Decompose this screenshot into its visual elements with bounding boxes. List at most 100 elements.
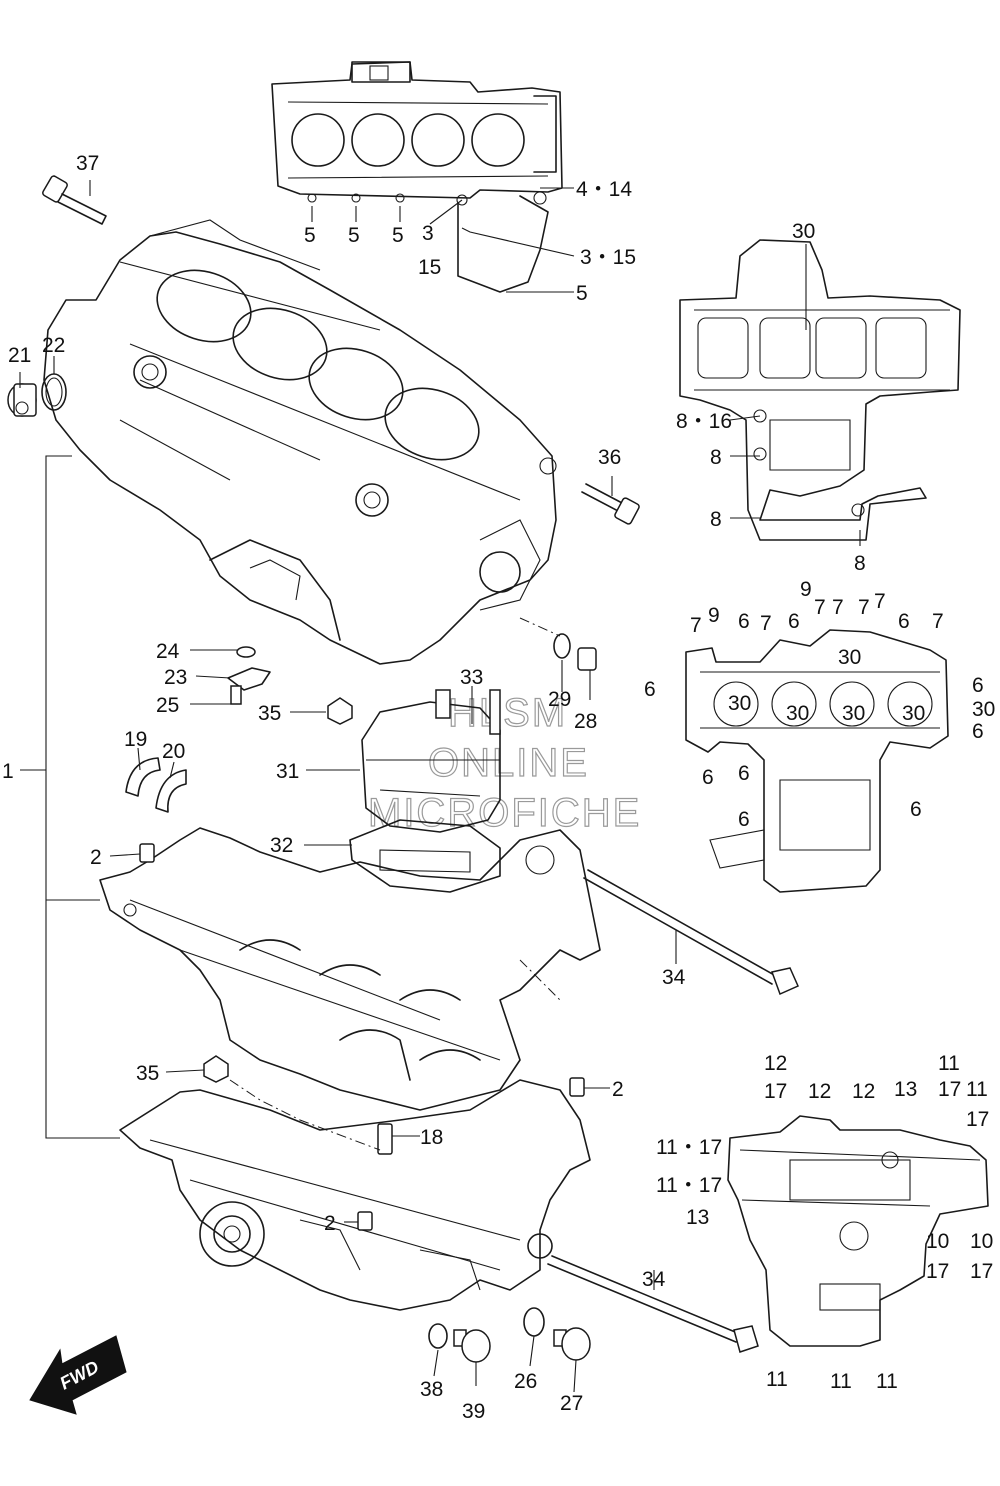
detail-view-lower-case (727, 1115, 989, 1347)
bearing-19 (125, 757, 161, 797)
plug-27 (553, 1327, 591, 1361)
callout-29: 29 (548, 688, 571, 711)
callout-11-17: 11・17 (656, 1136, 722, 1159)
callout-6: 6 (788, 610, 800, 633)
forward-arrow-icon: FWD (29, 1335, 127, 1415)
callout-30: 30 (842, 702, 865, 725)
middle-crankcase (99, 827, 601, 1111)
callout-4-14: 4・14 (576, 178, 632, 201)
callout-6: 6 (644, 678, 656, 701)
callout-1: 1 (2, 760, 14, 783)
bolt-37 (42, 175, 107, 225)
bolt-36 (581, 483, 640, 525)
callout-24: 24 (156, 640, 180, 663)
seal-24 (236, 646, 256, 658)
callout-11: 11 (830, 1370, 852, 1393)
callout-17: 17 (926, 1260, 949, 1283)
callout-3-15: 3・15 (580, 246, 636, 269)
callout-33: 33 (460, 666, 483, 689)
callout-7: 7 (814, 596, 826, 619)
callout-13: 13 (894, 1078, 917, 1101)
callout-9: 9 (708, 604, 720, 627)
callout-13: 13 (686, 1206, 709, 1229)
callout-38: 38 (420, 1378, 443, 1401)
callout-7: 7 (760, 612, 772, 635)
callout-18: 18 (420, 1126, 443, 1149)
jet-18 (377, 1123, 393, 1155)
callout-19: 19 (124, 728, 147, 751)
detail-view-middle-case (685, 629, 949, 893)
dowel-2-upper (139, 843, 155, 863)
watermark-line-2: ONLINE (428, 741, 589, 785)
callout-8: 8 (710, 446, 722, 469)
callout-15: 15 (418, 256, 441, 279)
callout-22: 22 (42, 334, 65, 357)
dowel-2-right (569, 1077, 585, 1097)
callout-7: 7 (874, 590, 886, 613)
washer-38 (428, 1323, 448, 1349)
stud-bolt-34-lower (547, 1255, 759, 1353)
watermark: HLSM ONLINE MICROFICHE (367, 690, 640, 835)
leader-lines (19, 180, 861, 1393)
callout-30: 30 (838, 646, 861, 669)
callout-30: 30 (902, 702, 925, 725)
callout-17: 17 (970, 1260, 993, 1283)
callout-8: 8 (854, 552, 866, 575)
callout-10: 10 (970, 1230, 993, 1253)
callout-26: 26 (514, 1370, 537, 1393)
callout-17: 17 (764, 1080, 787, 1103)
callout-11: 11 (766, 1368, 788, 1391)
callout-12: 12 (852, 1080, 875, 1103)
callout-37: 37 (76, 152, 99, 175)
callout-35: 35 (258, 702, 281, 725)
callout-32: 32 (270, 834, 293, 857)
callout-35: 35 (136, 1062, 159, 1085)
callout-30: 30 (792, 220, 815, 243)
plug-28 (577, 647, 597, 671)
callout-5: 5 (392, 224, 404, 247)
callout-39: 39 (462, 1400, 485, 1423)
plug-39 (453, 1329, 491, 1363)
callout-20: 20 (162, 740, 185, 763)
callout-30: 30 (972, 698, 995, 721)
callout-8-16: 8・16 (676, 410, 732, 433)
callout-30: 30 (786, 702, 809, 725)
callout-6: 6 (702, 766, 714, 789)
callout-7: 7 (858, 596, 870, 619)
callout-6: 6 (898, 610, 910, 633)
callout-6: 6 (738, 762, 750, 785)
nut-35-lower (203, 1055, 229, 1083)
callout-6: 6 (738, 610, 750, 633)
callout-11: 11 (966, 1078, 988, 1101)
callout-8: 8 (710, 508, 722, 531)
callout-labels: 1 2 2 2 3 15 3・15 4・14 5 5 5 5 30 8・16 8… (2, 152, 995, 1423)
callout-2: 2 (612, 1078, 624, 1101)
callout-27: 27 (560, 1392, 583, 1415)
callout-5: 5 (576, 282, 588, 305)
callout-25: 25 (156, 694, 179, 717)
callout-2: 2 (90, 846, 102, 869)
callout-11: 11 (938, 1052, 960, 1075)
lower-crankcase-oil-pan (119, 1079, 591, 1311)
detail-view-upper-case (679, 239, 961, 541)
stud-bolt-34-upper (583, 869, 799, 996)
callout-2: 2 (324, 1212, 336, 1235)
callout-34: 34 (642, 1268, 666, 1291)
callout-11-17: 11・17 (656, 1174, 722, 1197)
callout-12: 12 (808, 1080, 831, 1103)
callout-7: 7 (932, 610, 944, 633)
callout-30: 30 (728, 692, 751, 715)
callout-36: 36 (598, 446, 621, 469)
plug-21 (7, 383, 37, 417)
callout-9: 9 (800, 578, 812, 601)
callout-23: 23 (164, 666, 187, 689)
washer-29 (553, 633, 571, 659)
callout-7: 7 (690, 614, 702, 637)
dowel-2-lower (357, 1211, 373, 1231)
callout-12: 12 (764, 1052, 787, 1075)
washer-26 (523, 1307, 545, 1337)
callout-5: 5 (348, 224, 360, 247)
callout-6: 6 (972, 720, 984, 743)
callout-21: 21 (8, 344, 31, 367)
